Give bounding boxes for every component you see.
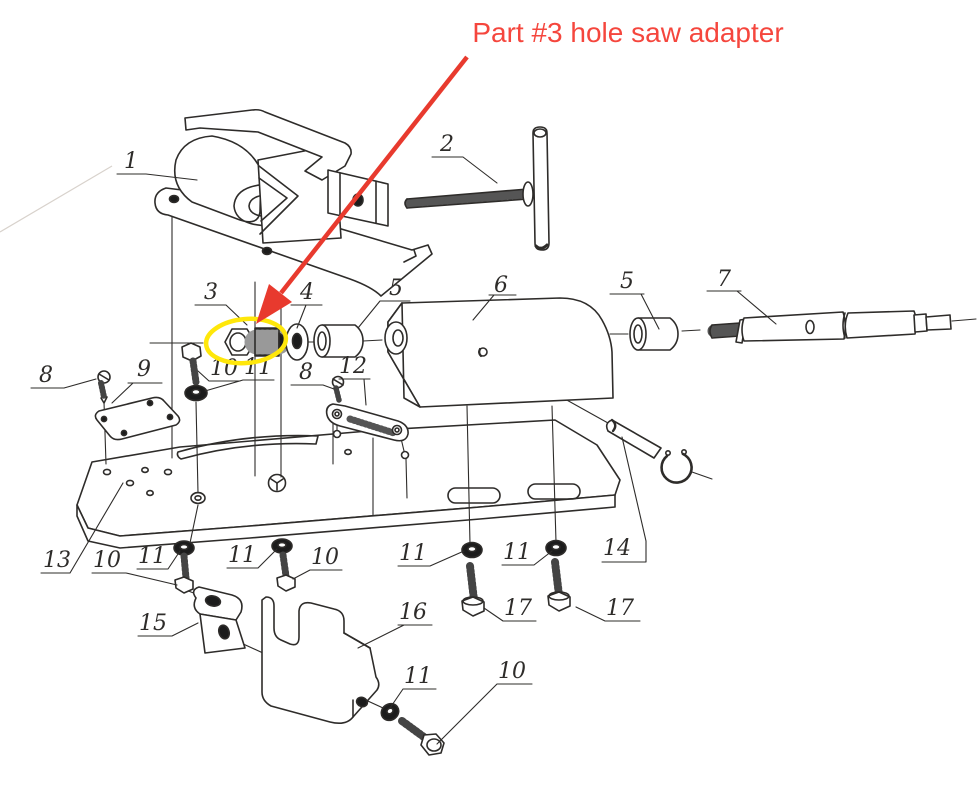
part-5-bushing-left xyxy=(313,324,364,358)
part-11-washer-bottom xyxy=(380,702,400,722)
part-9-wedge-plate xyxy=(94,396,181,441)
part-label-16: 16 xyxy=(399,600,427,625)
part-label-11e: 11 xyxy=(503,540,531,565)
part-10-bolt-bottom xyxy=(398,717,445,756)
part-10-bolt-upper xyxy=(181,342,202,386)
part-label-3: 3 xyxy=(204,280,218,305)
part-12-graduated-arm xyxy=(325,403,410,460)
part-8-screw-left xyxy=(97,370,111,404)
part-label-17a: 17 xyxy=(504,596,532,621)
highlight-ellipse xyxy=(203,316,289,366)
part-14-lock-pin xyxy=(605,418,693,484)
part-13-base-plate xyxy=(76,419,621,549)
part-label-10b: 10 xyxy=(93,548,121,573)
part-17-bolt-left xyxy=(461,562,485,617)
part-8-screw-middle xyxy=(331,375,345,403)
part-label-10d: 10 xyxy=(498,659,526,684)
line-art xyxy=(30,108,977,756)
leader-lines xyxy=(30,156,777,745)
scan-artifact-line xyxy=(0,165,113,233)
part-labels: 1 2 3 4 5 6 5 7 8 9 10 11 8 12 13 10 11 … xyxy=(39,132,731,689)
part-label-8a: 8 xyxy=(39,363,53,388)
annotation-text: Part #3 hole saw adapter xyxy=(472,17,783,48)
part-5-bushing-right xyxy=(629,317,679,351)
part-label-7: 7 xyxy=(717,267,731,292)
part-label-11c: 11 xyxy=(228,543,256,568)
part-1-clamp-assembly xyxy=(154,108,433,297)
part-11-washer-d xyxy=(461,541,483,559)
part-label-11f: 11 xyxy=(404,664,432,689)
part-label-11d: 11 xyxy=(399,541,427,566)
part-label-11b: 11 xyxy=(138,544,166,569)
part-label-6: 6 xyxy=(494,273,508,298)
part-label-4: 4 xyxy=(299,280,314,305)
part-label-14: 14 xyxy=(603,536,631,561)
part-17-bolt-right xyxy=(547,558,571,612)
part-label-5b: 5 xyxy=(620,269,634,294)
part-label-17b: 17 xyxy=(606,596,634,621)
part-10-bolt-b xyxy=(174,552,194,594)
part-16-fork-bracket xyxy=(261,596,380,724)
part-6-pivot-housing xyxy=(384,297,614,408)
part-label-9: 9 xyxy=(137,357,151,382)
part-label-2: 2 xyxy=(439,132,454,157)
part-7-pivot-shaft xyxy=(707,310,952,344)
part-4-washer-disc xyxy=(285,323,309,361)
part-label-15: 15 xyxy=(139,611,167,636)
part-10-bolt-c xyxy=(276,551,296,592)
part-label-12: 12 xyxy=(339,354,367,379)
part-label-10c: 10 xyxy=(311,545,339,570)
part-label-5a: 5 xyxy=(389,276,403,301)
part-15-pivot-bracket xyxy=(192,586,246,654)
part-2-t-handle-screw xyxy=(404,126,550,251)
part-label-1: 1 xyxy=(124,149,138,174)
part-label-8b: 8 xyxy=(299,360,313,385)
part-11-washer-upper xyxy=(184,384,208,402)
part-label-13: 13 xyxy=(43,548,71,573)
annotation-arrow xyxy=(256,55,469,324)
part-3-hole-saw-adapter xyxy=(224,327,291,357)
